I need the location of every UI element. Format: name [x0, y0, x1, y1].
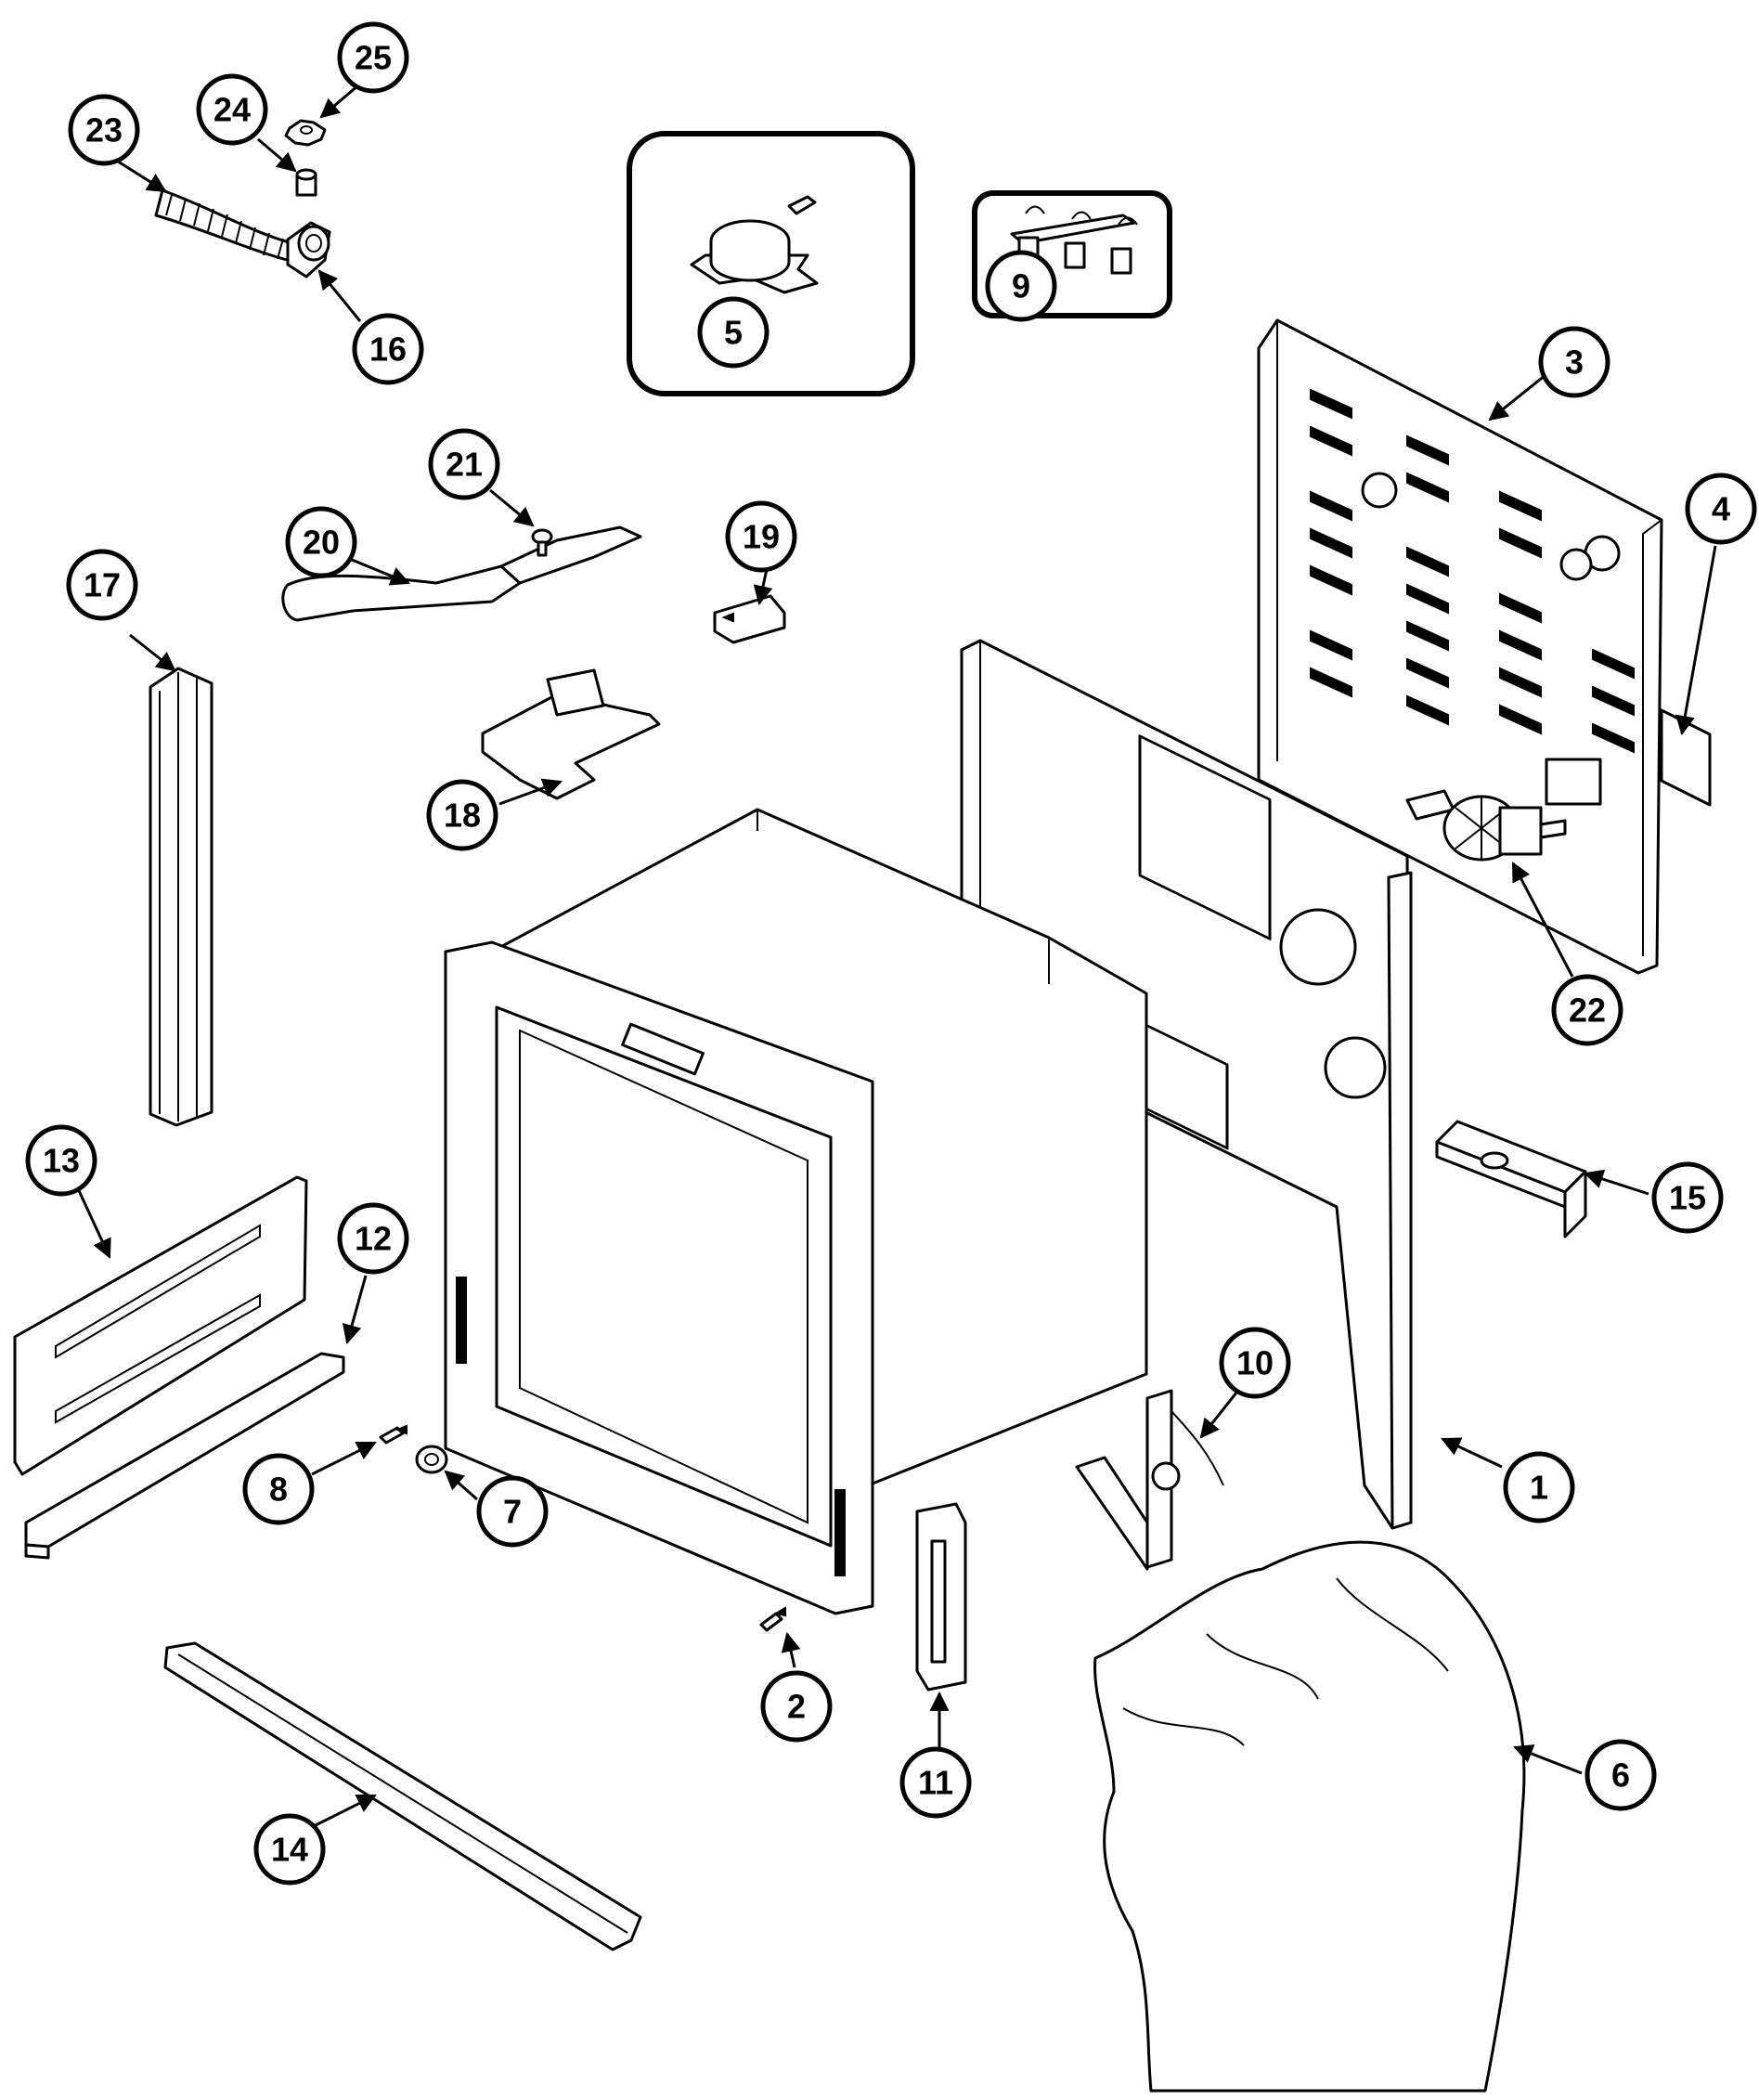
- callout-5: 5: [697, 296, 770, 369]
- part-10-hinge: [1075, 1389, 1224, 1571]
- callout-23-label: 23: [85, 111, 123, 149]
- leader-8: [311, 1441, 377, 1476]
- callout-11: 11: [899, 1746, 972, 1819]
- leader-23: [114, 158, 167, 193]
- callout-18-label: 18: [444, 797, 481, 835]
- callout-25-label: 25: [355, 39, 392, 77]
- leader-14: [304, 1794, 377, 1833]
- callout-3-label: 3: [1565, 344, 1584, 382]
- callout-6-label: 6: [1611, 1756, 1630, 1795]
- callout-6: 6: [1584, 1739, 1657, 1811]
- callout-20-label: 20: [303, 524, 340, 562]
- part-2-screw: [759, 1606, 786, 1632]
- callout-14: 14: [253, 1813, 326, 1886]
- callout-5-label: 5: [724, 314, 743, 352]
- callout-12-label: 12: [355, 1220, 392, 1258]
- part-15-bracket: [1435, 1120, 1587, 1238]
- callout-15-label: 15: [1669, 1179, 1706, 1217]
- callout-16: 16: [352, 313, 424, 385]
- callout-2-label: 2: [787, 1688, 806, 1726]
- callout-12: 12: [337, 1202, 409, 1275]
- callout-25: 25: [337, 21, 409, 94]
- callout-21: 21: [428, 428, 500, 500]
- callout-10: 10: [1219, 1327, 1291, 1399]
- callout-24-label: 24: [213, 91, 251, 129]
- callout-22-label: 22: [1569, 992, 1606, 1030]
- callout-7-label: 7: [503, 1493, 522, 1531]
- part-8-screw: [379, 1424, 407, 1445]
- callout-4-label: 4: [1712, 490, 1730, 528]
- leader-2: [781, 1631, 801, 1668]
- part-11-slot-plate: [915, 1502, 967, 1692]
- oven-cavity: [444, 808, 1148, 1615]
- leader-24: [257, 137, 297, 173]
- callout-8-label: 8: [269, 1471, 288, 1509]
- part-drawings: [13, 119, 1712, 2093]
- leader-3: [1488, 369, 1551, 421]
- callout-24: 24: [196, 73, 268, 146]
- callout-17: 17: [66, 549, 138, 621]
- callout-9: 9: [985, 250, 1057, 322]
- leader-7: [444, 1470, 478, 1501]
- leader-16: [317, 269, 362, 322]
- callout-21-label: 21: [446, 446, 483, 484]
- callout-20: 20: [285, 506, 357, 578]
- callout-8: 8: [242, 1453, 315, 1525]
- part-3-rear-panel: [1257, 318, 1663, 975]
- leader-15: [1584, 1169, 1649, 1196]
- callout-11-label: 11: [918, 1764, 953, 1802]
- leader-1: [1441, 1437, 1503, 1469]
- callout-13-label: 13: [43, 1142, 80, 1180]
- leader-17: [129, 633, 176, 672]
- part-16-fitting: [286, 221, 331, 279]
- leader-22: [1511, 862, 1574, 978]
- part-25-washer: [284, 119, 327, 147]
- leader-lines: [74, 84, 1717, 1833]
- part-7-grommet: [415, 1445, 448, 1474]
- leader-25: [319, 84, 359, 119]
- callout-3: 3: [1538, 326, 1610, 398]
- callout-7: 7: [476, 1475, 549, 1548]
- callout-4: 4: [1685, 473, 1757, 545]
- callout-16-label: 16: [369, 331, 407, 369]
- leader-6: [1513, 1744, 1583, 1775]
- panel-3-louvers: [1310, 388, 1635, 754]
- leader-21: [489, 488, 535, 527]
- callout-1: 1: [1503, 1451, 1575, 1523]
- leader-13: [74, 1184, 111, 1259]
- part-13-plate: [13, 1175, 308, 1476]
- leader-12: [342, 1275, 368, 1345]
- leader-18: [498, 778, 563, 806]
- part-17-rail: [149, 667, 213, 1127]
- part-21-screw: [531, 528, 553, 557]
- callout-14-label: 14: [271, 1831, 308, 1869]
- leader-4: [1675, 545, 1717, 736]
- callout-22: 22: [1551, 974, 1623, 1046]
- callout-19-label: 19: [743, 518, 780, 556]
- part-4-plate: [1660, 708, 1712, 807]
- callouts: 1 2 3 4 5 6 7 8 9 10 11 12 13 14 15 16 1…: [25, 21, 1757, 1886]
- callout-18: 18: [426, 779, 498, 851]
- part-23-hose: [154, 188, 308, 266]
- part-12-angle: [24, 1352, 345, 1560]
- callout-1-label: 1: [1530, 1469, 1548, 1507]
- part-19-switch: [713, 594, 786, 644]
- part-18-latch: [481, 668, 661, 800]
- part-22-fan-motor: [1405, 789, 1567, 862]
- part-6-insulation: [1093, 1540, 1526, 2093]
- part-5-inset: [627, 131, 915, 396]
- part-24-nut: [295, 168, 317, 197]
- part-14-angle: [163, 1641, 642, 1951]
- callout-23: 23: [68, 94, 140, 166]
- callout-17-label: 17: [84, 566, 121, 604]
- callout-19: 19: [725, 500, 797, 573]
- callout-9-label: 9: [1012, 267, 1030, 305]
- callout-13: 13: [25, 1124, 97, 1197]
- callout-10-label: 10: [1236, 1344, 1274, 1382]
- callout-2: 2: [760, 1670, 833, 1743]
- callout-15: 15: [1651, 1161, 1724, 1234]
